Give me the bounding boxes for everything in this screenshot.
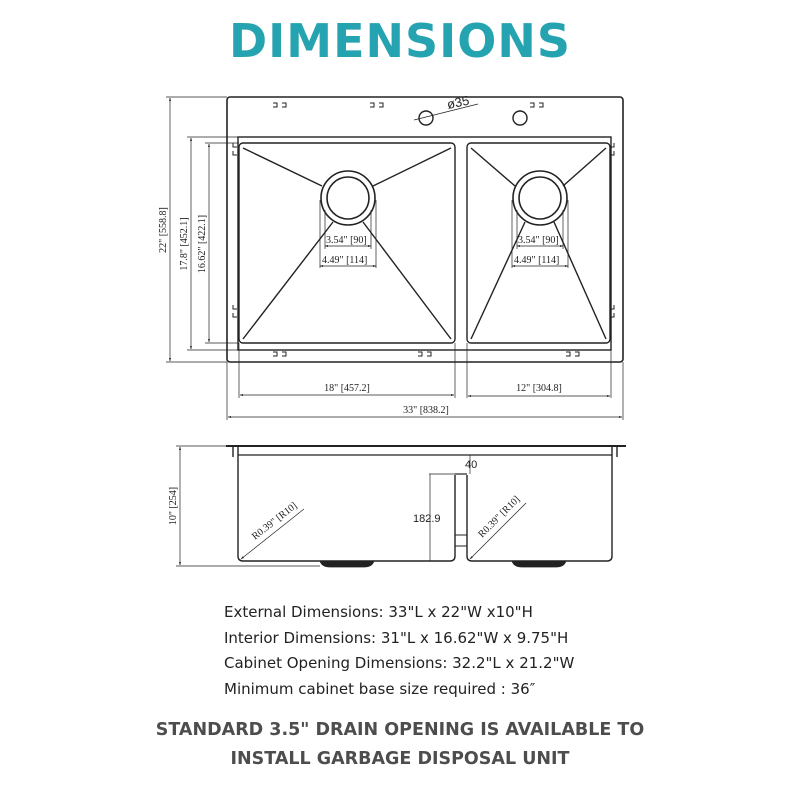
spec-cabinet-opening: Cabinet Opening Dimensions: 32.2"L x 21.… (224, 654, 575, 672)
left-drain-outer-label: 4.49" [114] (322, 255, 367, 266)
faucet-hole-right (512, 110, 528, 126)
depth-label: 10" [254] (168, 487, 179, 525)
right-radius-label: R0.39" [R10] (476, 494, 522, 540)
inner-rim (237, 136, 612, 351)
left-drain-outer (320, 170, 376, 226)
faucet-hole-label: ø35 (446, 93, 471, 112)
right-bowl (466, 142, 611, 344)
right-drain-inner (518, 176, 562, 220)
left-drain-inner-label: 3.54" [90] (326, 235, 367, 246)
top-view (166, 96, 624, 420)
spec-external-dimensions: External Dimensions: 33"L x 22"W x10"H (224, 603, 533, 621)
drain-note-line2: INSTALL GARBAGE DISPOSAL UNIT (230, 749, 570, 769)
overall-width-label: 33" [838.2] (403, 405, 449, 416)
drain-note-line1: STANDARD 3.5" DRAIN OPENING IS AVAILABLE… (155, 720, 645, 740)
right-bowl-profile (466, 447, 613, 562)
bowl-height-label: 16.62" [422.1] (197, 215, 208, 273)
left-bowl-width-label: 18" [457.2] (324, 383, 370, 394)
left-bowl-profile (237, 447, 456, 562)
page-title: DIMENSIONS (229, 14, 571, 68)
deck-outline (226, 96, 624, 363)
right-drain-outer-label: 4.49" [114] (514, 255, 559, 266)
spec-minimum-cabinet: Minimum cabinet base size required : 36″ (224, 679, 536, 698)
right-bowl-width-label: 12" [304.8] (516, 383, 562, 394)
faucet-hole-left (418, 110, 434, 126)
right-drain-inner-label: 3.54" [90] (518, 235, 559, 246)
divider-height-label: 182.9 (413, 513, 441, 525)
divider-drop-label: 40 (465, 459, 477, 471)
spec-list: External Dimensions: 33"L x 22"W x10"H I… (224, 600, 574, 702)
left-drain-cap (319, 560, 375, 568)
overall-height-label: 22" [558.8] (158, 207, 169, 253)
left-drain-inner (326, 176, 370, 220)
right-drain-cap (511, 560, 567, 568)
rim-height-label: 17.8" [452.1] (179, 217, 190, 270)
left-bowl (238, 142, 456, 344)
drain-note: STANDARD 3.5" DRAIN OPENING IS AVAILABLE… (0, 716, 800, 774)
side-view (176, 445, 626, 568)
spec-interior-dimensions: Interior Dimensions: 31"L x 16.62"W x 9.… (224, 628, 569, 647)
right-drain-outer (512, 170, 568, 226)
left-radius-label: R0.39" [R10] (250, 500, 299, 542)
